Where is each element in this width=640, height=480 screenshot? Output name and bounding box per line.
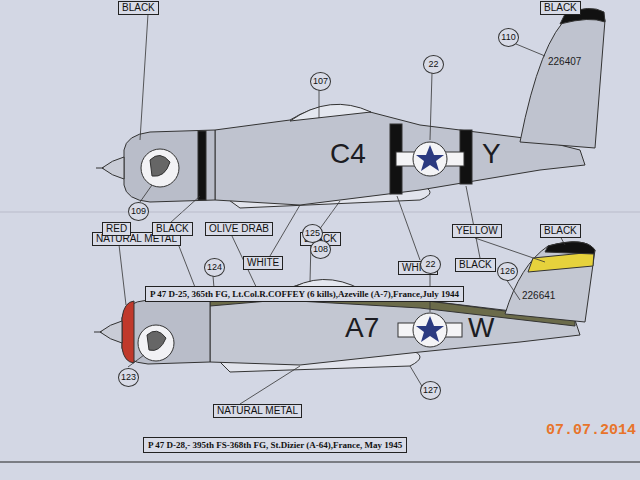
code-letters: A7	[345, 312, 379, 344]
color-label-box: OLIVE DRAB	[205, 222, 273, 236]
color-name: BLACK	[156, 223, 189, 234]
callout-number: 22	[420, 255, 441, 274]
color-name: BLACK	[122, 2, 155, 13]
color-label-box: YELLOW	[452, 224, 502, 238]
serial-number: 226407	[548, 56, 581, 68]
caption-text: P 47 D-25, 365th FG, Lt.Col.R.COFFEY (6 …	[150, 289, 459, 299]
color-name: BLACK	[544, 2, 577, 13]
color-label-box: BLACK	[152, 222, 193, 236]
callout-number: 123	[118, 368, 139, 387]
code-letters: W	[468, 312, 494, 344]
color-label-box: RED	[102, 222, 131, 236]
callout-number: 127	[420, 381, 441, 400]
color-name: OLIVE DRAB	[209, 223, 269, 234]
color-label-box: NATURAL METAL	[213, 404, 302, 418]
color-label-box: WHITE	[243, 256, 283, 270]
color-name: NATURAL METAL	[217, 405, 298, 416]
caption-box: P 47 D-25, 365th FG, Lt.Col.R.COFFEY (6 …	[145, 286, 464, 302]
callout-number: 110	[498, 28, 519, 47]
date-stamp: 07.07.2014	[546, 422, 636, 439]
serial-number: 226641	[522, 290, 555, 302]
color-label-box: BLACK	[540, 224, 581, 238]
code-letters: Y	[482, 138, 501, 170]
callout-number: 124	[204, 258, 225, 277]
color-label-box: BLACK	[540, 1, 581, 15]
callout-number: 125	[302, 224, 323, 243]
color-name: BLACK	[544, 225, 577, 236]
callout-number: 109	[128, 202, 149, 221]
code-letters: C4	[330, 138, 366, 170]
color-label-box: BLACK	[455, 258, 496, 272]
callout-number: 22	[423, 55, 444, 74]
caption-text: P 47 D-28,- 395th FS-368th FG, St.Dizier…	[148, 440, 402, 450]
color-label-box: BLACK	[118, 1, 159, 15]
color-name: RED	[106, 223, 127, 234]
color-name: BLACK	[459, 259, 492, 270]
color-name: YELLOW	[456, 225, 498, 236]
callout-number: 126	[497, 262, 518, 281]
callout-number: 107	[310, 72, 331, 91]
caption-box: P 47 D-28,- 395th FS-368th FG, St.Dizier…	[143, 437, 407, 453]
color-name: WHITE	[247, 257, 279, 268]
